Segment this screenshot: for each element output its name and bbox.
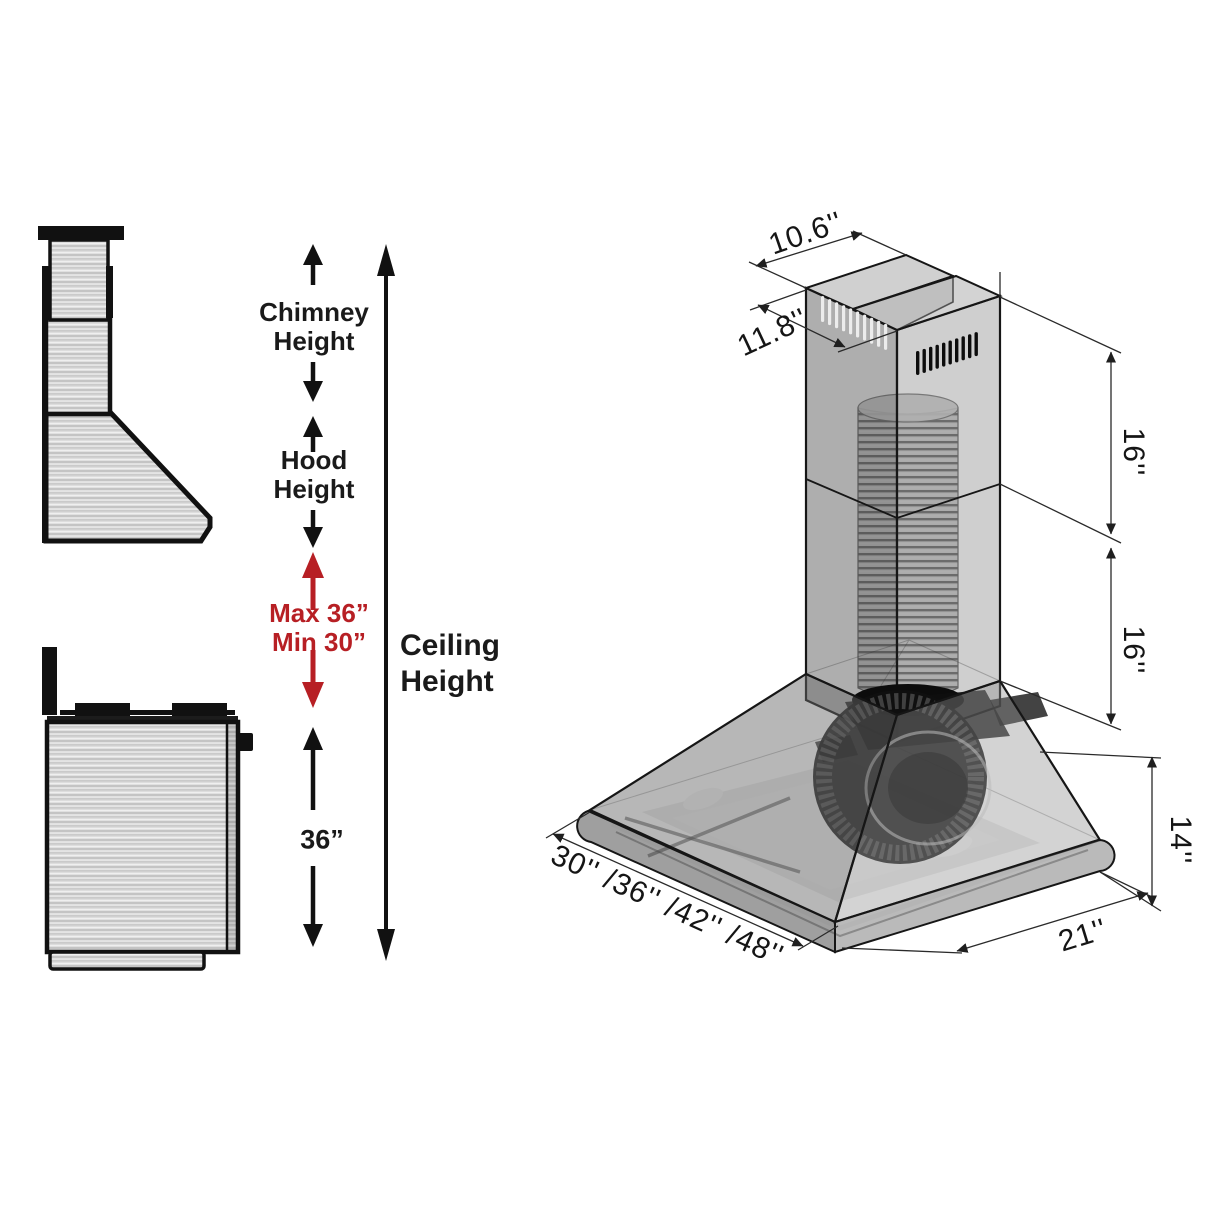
ceiling-height-label-line1: Ceiling (399, 629, 501, 662)
range-side-view (42, 647, 253, 971)
blower-assembly (813, 684, 1048, 864)
dim-11-8 (757, 304, 846, 348)
range-drawer (48, 950, 206, 971)
annotation-arrows (302, 244, 395, 961)
range-clearance-label: 36” (300, 824, 344, 855)
hood-light (683, 787, 723, 811)
dim-label-14: 14'' (1164, 815, 1197, 865)
wall-line (42, 266, 47, 543)
ceiling-height-label-line2: Height (400, 665, 494, 698)
ceiling-height-arrow (377, 244, 395, 961)
dim-widths (552, 833, 804, 947)
hood-height-label-line2: Height (273, 474, 355, 504)
hood-height-label-line1: Hood (280, 445, 348, 475)
chimney-cap (38, 226, 124, 240)
dim-label-16-lower: 16'' (1117, 625, 1150, 675)
hood-side-view (38, 226, 213, 544)
chimney-box (803, 253, 1003, 744)
dim-label-16-upper: 16'' (1117, 427, 1150, 477)
dimension-lines (545, 230, 1162, 954)
iso-range-hood (545, 230, 1162, 954)
dim-21 (956, 891, 1149, 953)
max-clearance-label: Max 36” (269, 598, 369, 628)
clearance-arrows (302, 552, 324, 708)
telescope-seam (896, 483, 1001, 519)
telescope-seam (805, 478, 898, 519)
chimney-height-label-line2: Height (273, 326, 355, 356)
chimney-height-label-line1: Chimney (259, 297, 369, 327)
dim-10-6 (755, 231, 863, 268)
range-backguard (42, 647, 57, 715)
min-clearance-label: Min 30” (272, 627, 366, 657)
burner (172, 703, 227, 716)
burner (75, 703, 130, 716)
vent-louvers-right (916, 332, 978, 375)
range-knob (238, 733, 253, 751)
